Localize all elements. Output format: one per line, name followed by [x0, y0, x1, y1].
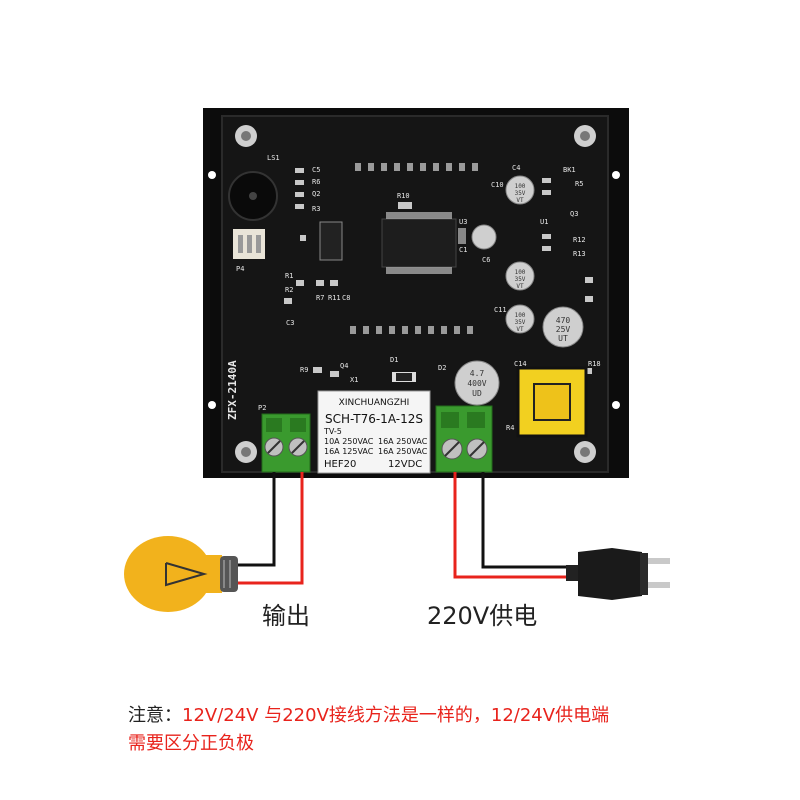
- silk-label: R18: [588, 360, 601, 368]
- screw-icon: [235, 125, 596, 463]
- cap-voltage: 35V: [515, 276, 526, 283]
- silk-label: C1: [459, 246, 467, 254]
- silk-label: R11: [328, 294, 341, 302]
- board-model-label: ZFX-2140A: [226, 360, 239, 420]
- power-terminal-block: [435, 405, 493, 473]
- chip-right: [458, 228, 466, 244]
- output-wires: [232, 472, 304, 585]
- smd-components: [284, 168, 593, 377]
- cap-value: 4.7: [470, 369, 485, 378]
- silk-label: R10: [397, 192, 410, 200]
- note-rest: 需要区分正负极: [128, 733, 254, 754]
- main-ic: [381, 218, 457, 268]
- silk-label: R3: [312, 205, 320, 213]
- output-label: 输出: [262, 602, 310, 630]
- silk-label: X1: [350, 376, 358, 384]
- silk-label: C6: [482, 256, 490, 264]
- cap-mark: VT: [516, 326, 524, 333]
- silk-label: Q4: [340, 362, 348, 370]
- note-prefix: 注意：: [128, 705, 182, 726]
- silk-label: C3: [286, 319, 294, 327]
- cap-value: 470: [556, 316, 571, 325]
- transformer-icon: [516, 366, 588, 438]
- silk-label: R9: [300, 366, 308, 374]
- silk-label: C10: [491, 181, 504, 189]
- display-header-top: [355, 163, 478, 171]
- silk-label: R6: [312, 178, 320, 186]
- relay-model: SCH-T76-1A-12S: [325, 412, 423, 426]
- silk-label: U3: [459, 218, 467, 226]
- relay-rating: 12VDC: [388, 459, 422, 470]
- power-wires: [453, 472, 575, 579]
- silk-label: BK1: [563, 166, 576, 174]
- silk-label: P2: [258, 404, 266, 412]
- cap-mark: VT: [516, 283, 524, 290]
- power-plug-icon: [566, 548, 670, 600]
- cap-mark: UT: [558, 334, 568, 343]
- silk-label: R5: [575, 180, 583, 188]
- light-bulb-icon: [124, 536, 238, 612]
- relay-rating: TV-5: [323, 427, 342, 436]
- relay-rating: 16A 250VAC: [378, 447, 428, 456]
- cap-value: 100: [515, 312, 526, 319]
- silk-label: R4: [506, 424, 514, 432]
- relay: XINCHUANGZHI SCH-T76-1A-12S TV-5 10A 250…: [317, 390, 431, 474]
- cap-value: 100: [515, 269, 526, 276]
- cap-voltage: 35V: [515, 190, 526, 197]
- cap-value: 100: [515, 183, 526, 190]
- cap-voltage: 25V: [556, 325, 571, 334]
- silk-label: R12: [573, 236, 586, 244]
- silk-label: D1: [390, 356, 398, 364]
- silk-label: R13: [573, 250, 586, 258]
- silk-label: C11: [494, 306, 507, 314]
- silk-label: D2: [438, 364, 446, 372]
- plate-hole-icon: [208, 171, 620, 409]
- silk-label: Q2: [312, 190, 320, 198]
- cap-voltage: 35V: [515, 319, 526, 326]
- cap-mark: UD: [472, 389, 482, 398]
- silk-label: R1: [285, 272, 293, 280]
- silk-label: C14: [514, 360, 527, 368]
- chip-left: [319, 221, 343, 261]
- relay-brand: XINCHUANGZHI: [339, 398, 410, 408]
- silk-label: P4: [236, 265, 244, 273]
- silk-label: C5: [312, 166, 320, 174]
- silk-label: C8: [342, 294, 350, 302]
- relay-rating: 16A 125VAC: [324, 447, 374, 456]
- power-supply-label: 220V供电: [427, 602, 538, 630]
- silk-label: LS1: [267, 154, 280, 162]
- silk-label: C4: [512, 164, 520, 172]
- cap-mark: VT: [516, 197, 524, 204]
- silk-label: Q3: [570, 210, 578, 218]
- wiring-note: 注意：12V/24V 与220V接线方法是一样的，12/24V供电端 需要区分正…: [128, 702, 768, 758]
- relay-rating: 10A 250VAC: [324, 437, 374, 446]
- silk-label: U1: [540, 218, 548, 226]
- silk-label: R7: [316, 294, 324, 302]
- relay-rating: 16A 250VAC: [378, 437, 428, 446]
- output-terminal-block: [261, 413, 311, 473]
- note-highlight: 12V/24V 与220V接线方法是一样的，12/24V供电端: [182, 705, 610, 726]
- cap-voltage: 400V: [467, 379, 486, 388]
- relay-rating: HEF20: [324, 459, 356, 470]
- buzzer-icon: [228, 171, 278, 221]
- display-header-bottom: [350, 326, 473, 334]
- silk-label: R2: [285, 286, 293, 294]
- capacitor-icon: [454, 175, 584, 406]
